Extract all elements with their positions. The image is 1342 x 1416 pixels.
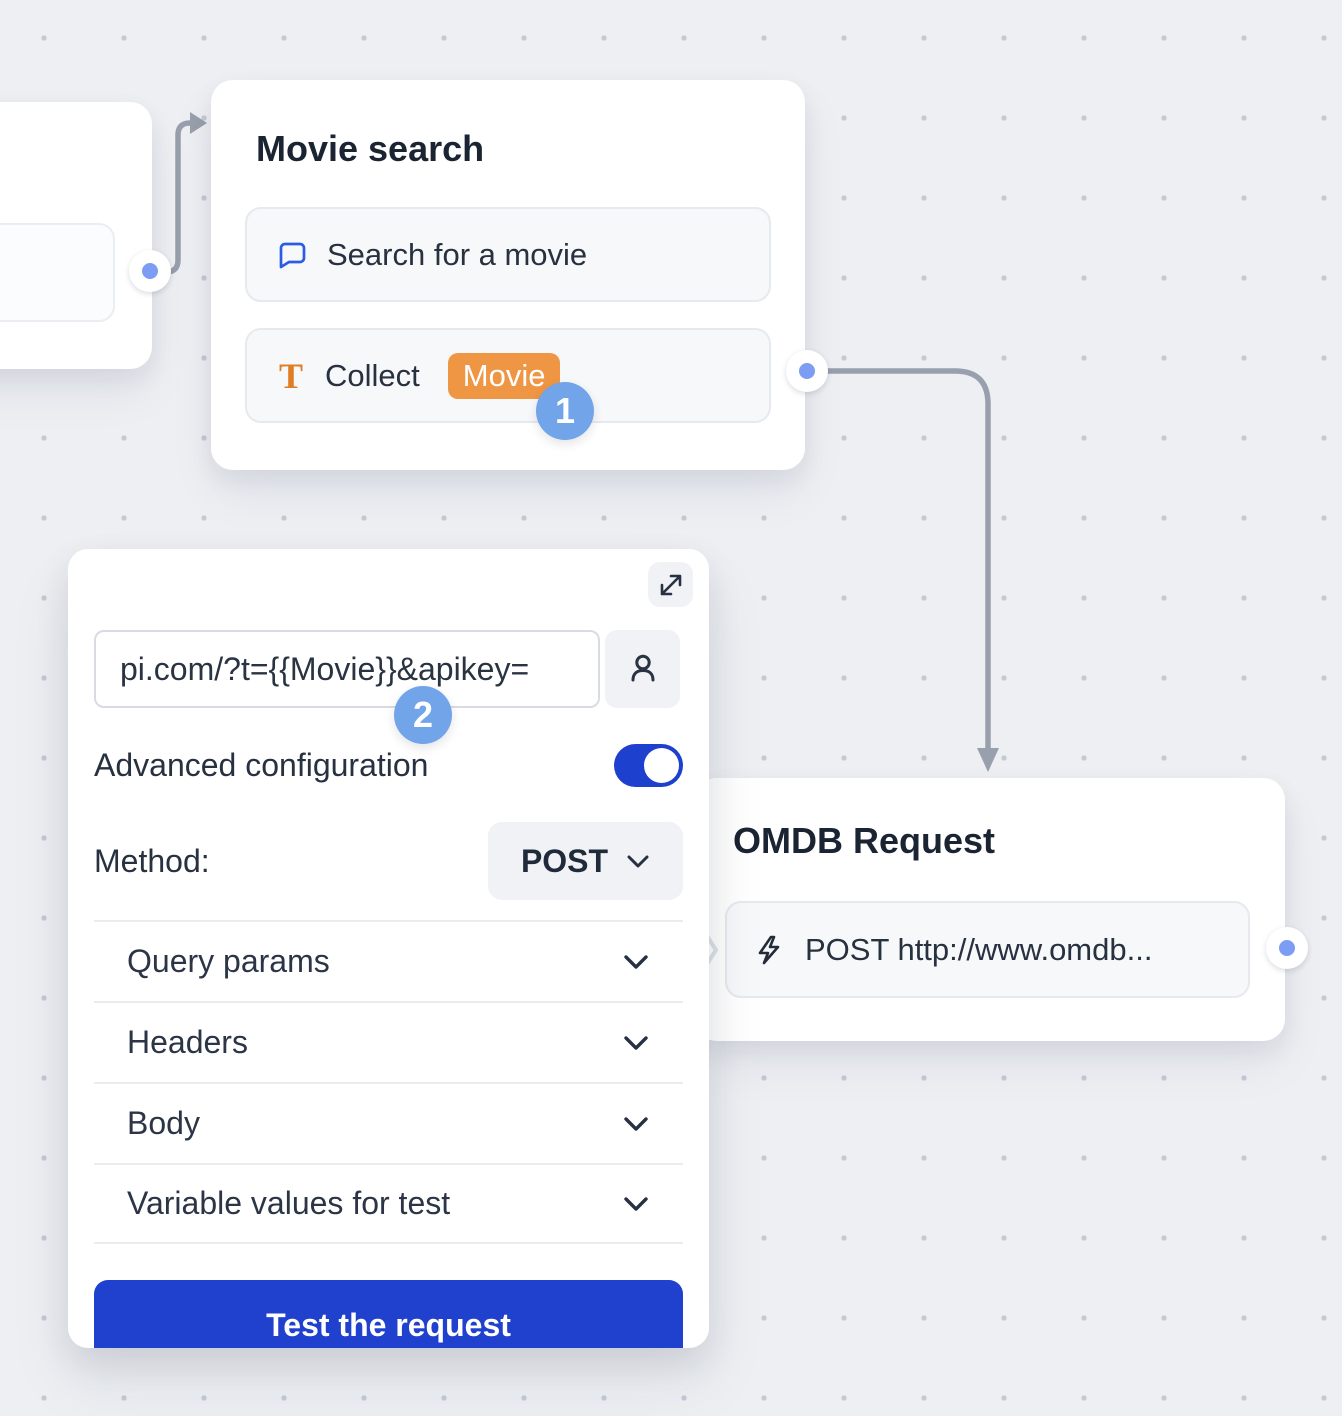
collect-label: Collect <box>325 357 420 393</box>
webhook-block[interactable]: POST http://www.omdb... <box>725 901 1250 998</box>
section-headers[interactable]: Headers <box>94 1001 683 1082</box>
port-dot-icon <box>1279 940 1295 956</box>
expand-icon <box>658 572 684 598</box>
movie-search-node[interactable]: Movie search Search for a movie T Collec… <box>211 80 805 470</box>
question-label: Search for a movie <box>327 236 588 272</box>
port-dot-icon <box>799 363 815 379</box>
text-input-icon: T <box>278 355 303 396</box>
collect-block[interactable]: T Collect Movie <box>245 328 771 423</box>
chevron-down-icon <box>623 1035 649 1051</box>
chevron-down-icon <box>623 1116 649 1132</box>
person-button[interactable] <box>605 630 680 708</box>
output-port[interactable] <box>1266 927 1308 969</box>
section-body[interactable]: Body <box>94 1082 683 1163</box>
output-port[interactable] <box>129 250 171 292</box>
method-dropdown[interactable]: POST <box>488 822 683 900</box>
section-variable-values[interactable]: Variable values for test <box>94 1163 683 1244</box>
chevron-down-icon <box>626 854 650 869</box>
toggle-knob <box>644 747 679 783</box>
method-value: POST <box>520 842 609 879</box>
node-title: Movie search <box>256 128 485 169</box>
chevron-down-icon <box>623 954 649 970</box>
variable-badge: Movie <box>447 352 561 399</box>
expand-button[interactable] <box>648 562 693 607</box>
webhook-settings-panel: Advanced configuration Method: POST Quer… <box>68 549 709 1348</box>
step-badge-2: 2 <box>394 686 452 744</box>
lightning-icon <box>753 934 785 966</box>
partial-node-item[interactable] <box>0 223 115 322</box>
chevron-down-icon <box>623 1196 649 1212</box>
section-query-params[interactable]: Query params <box>94 920 683 1001</box>
omdb-request-node[interactable]: OMDB Request POST http://www.omdb... <box>695 778 1285 1041</box>
advanced-configuration-toggle[interactable] <box>614 743 683 787</box>
port-dot-icon <box>142 263 158 279</box>
step-badge-1: 1 <box>536 382 594 440</box>
question-block[interactable]: Search for a movie <box>245 207 771 302</box>
node-title: OMDB Request <box>733 820 996 861</box>
accordion-sections: Query params Headers Body Variable value… <box>94 920 683 1244</box>
test-request-button[interactable]: Test the request <box>94 1280 683 1348</box>
webhook-label: POST http://www.omdb... <box>805 931 1153 967</box>
url-input[interactable] <box>94 630 600 708</box>
output-port[interactable] <box>786 350 828 392</box>
chat-bubble-icon <box>277 240 307 270</box>
partial-node-card[interactable] <box>0 102 152 369</box>
method-label: Method: <box>94 842 210 879</box>
person-icon <box>623 649 663 689</box>
advanced-configuration-label: Advanced configuration <box>94 746 429 783</box>
